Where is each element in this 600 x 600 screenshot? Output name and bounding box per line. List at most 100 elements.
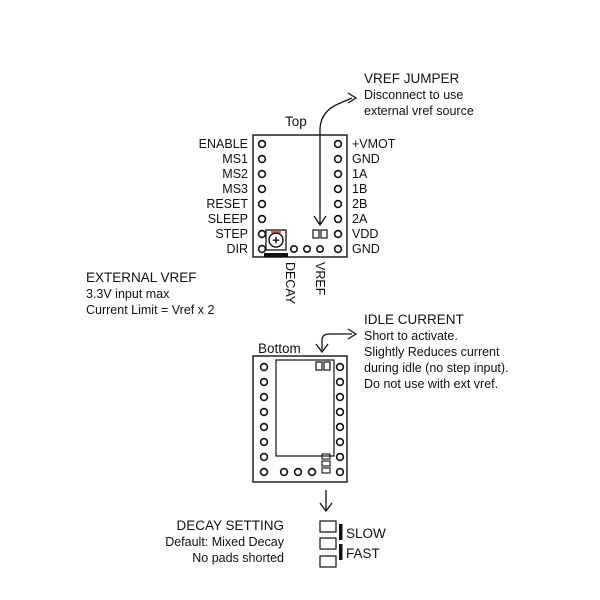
potentiometer[interactable]: + <box>264 229 288 257</box>
pin-hole <box>335 467 345 477</box>
pot-body <box>265 229 287 251</box>
external-vref-title: EXTERNAL VREF <box>86 270 197 285</box>
vref-jumper-line-1: Disconnect to use <box>364 88 463 102</box>
external-vref-line-1: 3.3V input max <box>86 287 170 301</box>
pin-label-2a: 2A <box>352 212 368 226</box>
pin-hole <box>259 422 269 432</box>
chip-outline <box>275 359 335 457</box>
pin-label-step: STEP <box>215 227 248 241</box>
pin-hole <box>335 452 345 462</box>
decay-pad-large <box>319 555 337 568</box>
vref-callout-line <box>319 97 353 224</box>
idle-jumper-pad <box>315 361 323 371</box>
pin-label-vmot: +VMOT <box>352 137 396 151</box>
decay-pad <box>321 453 331 460</box>
top-bottom-holes <box>289 245 324 254</box>
right-arrow-icon <box>347 92 358 104</box>
pot-dial-icon <box>268 232 284 248</box>
pin-hole <box>259 467 269 477</box>
pot-base <box>264 253 288 257</box>
pin-label-ms1: MS1 <box>222 152 248 166</box>
decay-label: DECAY <box>283 262 297 305</box>
pin-label-enable: ENABLE <box>199 137 248 151</box>
external-vref-note: EXTERNAL VREF 3.3V input max Current Lim… <box>86 270 214 317</box>
pin-hole <box>333 169 343 179</box>
pin-hole <box>289 245 298 254</box>
pin-hole <box>259 437 269 447</box>
vref-jumper-callout: VREF JUMPER Disconnect to use external v… <box>313 71 474 227</box>
pin-hole <box>302 245 311 254</box>
pin-hole <box>333 154 343 164</box>
pin-hole <box>257 199 267 209</box>
decay-arrow <box>319 490 333 513</box>
vref-label: VREF <box>313 262 327 296</box>
pin-hole <box>257 229 267 239</box>
pin-hole <box>259 377 269 387</box>
bottom-view: Bottom <box>252 341 348 483</box>
bottom-left-pins <box>259 362 269 477</box>
fast-bridge-icon <box>339 544 343 560</box>
pin-hole <box>307 467 317 477</box>
pin-hole <box>257 244 267 254</box>
pin-hole <box>333 214 343 224</box>
pin-hole <box>257 169 267 179</box>
top-right-pins: +VMOT GND 1A 1B 2B 2A VDD GND <box>333 137 396 256</box>
decay-setting-line-1: Default: Mixed Decay <box>165 535 285 549</box>
decay-setting-title: DECAY SETTING <box>176 518 284 533</box>
vref-jumper-pad <box>312 229 320 239</box>
pin-hole <box>333 139 343 149</box>
pin-hole <box>257 214 267 224</box>
pin-label-ms2: MS2 <box>222 167 248 181</box>
vref-jumper-pad <box>320 229 328 239</box>
vref-jumper-title: VREF JUMPER <box>364 71 460 86</box>
decay-setting: DECAY SETTING Default: Mixed Decay No pa… <box>165 518 386 568</box>
idle-current-title: IDLE CURRENT <box>364 312 464 327</box>
fast-label: FAST <box>346 546 380 561</box>
idle-current-line-2: Slightly Reduces current <box>364 345 500 359</box>
idle-current-callout: IDLE CURRENT Short to activate. Slightly… <box>315 312 509 391</box>
pin-hole <box>335 422 345 432</box>
bottom-view-label: Bottom <box>258 341 301 356</box>
bottom-right-pins <box>335 362 345 477</box>
pin-label-sleep: SLEEP <box>208 212 248 226</box>
pot-plus-icon: + <box>272 233 280 248</box>
pin-hole <box>315 245 324 254</box>
pin-hole <box>257 154 267 164</box>
decay-pad-large <box>319 537 337 550</box>
top-view-label: Top <box>285 114 307 129</box>
pin-hole <box>257 139 267 149</box>
pin-hole <box>335 437 345 447</box>
top-board-outline <box>252 134 348 258</box>
down-arrow-icon <box>313 215 327 227</box>
pin-hole <box>257 184 267 194</box>
pin-hole <box>335 407 345 417</box>
pin-hole <box>333 244 343 254</box>
decay-pad-large <box>319 520 337 533</box>
top-left-pins: ENABLE MS1 MS2 MS3 RESET SLEEP STEP DIR <box>199 137 267 256</box>
pin-label-ms3: MS3 <box>222 182 248 196</box>
pin-hole <box>333 229 343 239</box>
idle-jumper-pad <box>323 361 331 371</box>
pin-hole <box>259 407 269 417</box>
pin-hole <box>333 184 343 194</box>
pin-label-dir: DIR <box>226 242 248 256</box>
pin-hole <box>259 452 269 462</box>
pin-hole <box>333 199 343 209</box>
pin-hole <box>335 377 345 387</box>
slow-label: SLOW <box>346 526 386 541</box>
top-view: Top ENABLE MS1 MS2 MS3 RESET SLEEP STEP … <box>199 114 396 305</box>
pin-label-gnd-2: GND <box>352 242 380 256</box>
right-arrow-icon <box>347 328 358 340</box>
decay-pad <box>321 467 331 474</box>
idle-callout-line <box>321 333 352 350</box>
pin-label-1b: 1B <box>352 182 367 196</box>
pin-hole <box>335 392 345 402</box>
down-arrow-icon <box>319 502 333 513</box>
idle-current-line-1: Short to activate. <box>364 329 458 343</box>
slow-bridge-icon <box>339 524 343 540</box>
pin-hole <box>335 362 345 372</box>
idle-current-line-3: during idle (no step input). <box>364 361 509 375</box>
pin-label-gnd: GND <box>352 152 380 166</box>
pin-label-vdd: VDD <box>352 227 378 241</box>
